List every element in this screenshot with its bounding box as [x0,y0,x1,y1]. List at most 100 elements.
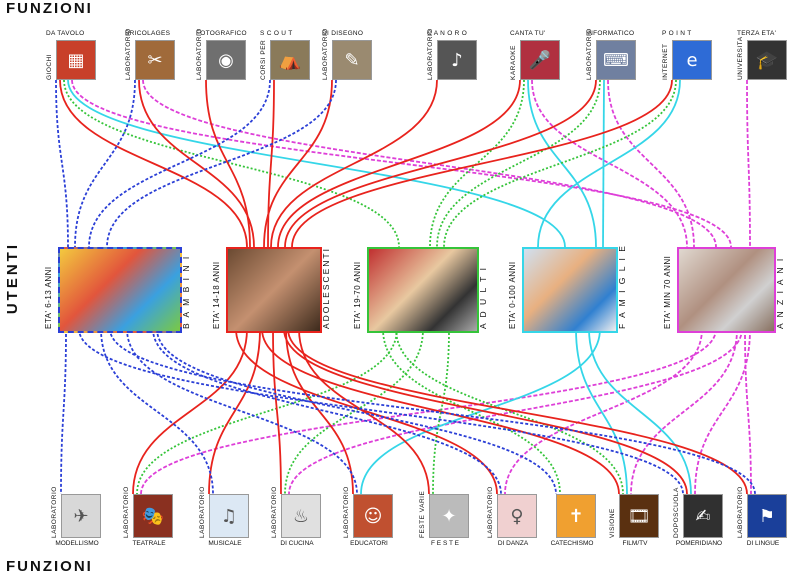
party-icon-glyph: ✦ [441,505,457,527]
modelling-icon-glyph: ✈ [73,505,89,527]
bottom-function-title: TEATRALE [132,540,166,547]
clown-icon[interactable]: ☺ [353,494,393,538]
top-function-subtitle: LABORATORIO [586,28,593,80]
link-top-1-user-0 [74,79,136,248]
top-function-subtitle: LABORATORIO [196,28,203,80]
link-user-1-bottom-6 [235,328,498,495]
link-user-1-bottom-1 [132,328,248,495]
children-photo[interactable] [58,247,182,333]
bottom-function-subtitle: LABORATORIO [51,486,58,538]
top-function-title: P O I N T [662,30,692,37]
film-icon-glyph: 🎞 [627,505,651,527]
singing-icon[interactable]: ♪ [437,40,477,80]
top-function-subtitle: KARAOKE [510,45,517,80]
link-top-0-user-2 [63,79,400,248]
link-user-1-bottom-9 [283,328,688,495]
bottom-heading: FUNZIONI [6,558,93,575]
link-user-1-bottom-2 [208,328,261,495]
link-top-2-user-1 [205,79,251,248]
families-photo[interactable] [522,247,618,333]
link-top-3-user-1 [267,79,275,248]
bottom-function-title: CATECHISMO [550,540,594,547]
link-user-0-bottom-2 [100,328,214,495]
link-user-2-bottom-7 [382,328,561,495]
bottom-function-title: DI DANZA [497,540,529,547]
user-group-name: B A M B I N I [181,254,191,329]
karaoke-icon[interactable]: 🎤 [520,40,560,80]
graduation-icon-glyph: 🎓 [755,49,779,71]
crafts-icon-glyph: ✂ [147,49,163,71]
bottom-function-subtitle: LABORATORIO [343,486,350,538]
bottom-function-title: F E S T E [431,540,459,547]
elderly-photo[interactable] [677,247,776,333]
link-user-4-bottom-9 [694,328,751,495]
top-function-subtitle: UNIVERSITA [737,36,744,80]
bottom-function-subtitle: LABORATORIO [271,486,278,538]
link-top-6-user-1 [277,79,521,248]
camera-icon-glyph: ◉ [218,49,234,71]
top-function-subtitle: CORSI PER [260,39,267,80]
music-icon[interactable]: ♫ [209,494,249,538]
bottom-function-subtitle: FESTE VARIE [419,490,426,538]
user-age-label: ETA' 6-13 ANNI [44,266,53,329]
internet-icon[interactable]: e [672,40,712,80]
link-user-1-bottom-4 [285,328,354,495]
link-user-2-bottom-1 [136,328,398,495]
user-age-label: ETA' MIN 70 ANNI [663,255,672,329]
dance-icon[interactable]: ♀ [497,494,537,538]
link-top-1-user-4 [142,79,717,248]
user-group-name: F A M I G L I E [617,244,627,329]
computer-icon-glyph: ⌨ [603,49,629,71]
link-top-6-user-2 [429,79,525,248]
link-top-9-user-4 [746,79,751,248]
link-user-0-bottom-4 [126,328,358,495]
catechism-icon[interactable]: ✝ [556,494,596,538]
crafts-icon[interactable]: ✂ [135,40,175,80]
link-top-0-user-0 [55,79,69,248]
top-function-title: TERZA ETA' [737,30,777,37]
camera-icon[interactable]: ◉ [206,40,246,80]
school-icon[interactable]: ✍ [683,494,723,538]
modelling-icon[interactable]: ✈ [61,494,101,538]
school-icon-glyph: ✍ [695,505,711,527]
link-user-0-bottom-0 [60,328,67,495]
link-user-1-bottom-8 [261,328,620,495]
bottom-function-subtitle: LABORATORIO [737,486,744,538]
film-icon[interactable]: 🎞 [619,494,659,538]
link-user-0-bottom-7 [156,328,557,495]
link-user-3-bottom-8 [575,328,628,495]
drawing-icon-glyph: ✎ [344,49,360,71]
link-user-2-bottom-8 [395,328,624,495]
dance-icon-glyph: ♀ [510,505,524,527]
teens-photo[interactable] [226,247,322,333]
link-top-1-user-1 [138,79,255,248]
computer-icon[interactable]: ⌨ [596,40,636,80]
chef-hat-icon[interactable]: ♨ [281,494,321,538]
flag-icon[interactable]: ⚑ [747,494,787,538]
link-top-0-user-1 [59,79,248,248]
top-function-subtitle: LABORATORIO [125,28,132,80]
board-game-icon[interactable]: ▦ [56,40,96,80]
user-age-label: ETA' 14-18 ANNI [212,261,221,329]
bottom-function-subtitle: VISIONE [609,508,616,538]
link-user-0-bottom-10 [109,328,756,495]
link-user-0-bottom-6 [152,328,502,495]
top-function-title: FOTOGRAFICO [196,30,247,37]
drawing-icon[interactable]: ✎ [332,40,372,80]
link-top-5-user-1 [270,79,438,248]
graduation-icon[interactable]: 🎓 [747,40,787,80]
link-top-7-user-4 [607,79,695,248]
scout-icon[interactable]: ⛺ [270,40,310,80]
link-user-3-bottom-4 [360,328,601,495]
theatre-icon[interactable]: 🎭 [133,494,173,538]
adults-photo[interactable] [367,247,479,333]
karaoke-icon-glyph: 🎤 [528,49,552,71]
bottom-function-subtitle: LABORATORIO [123,486,130,538]
link-top-8-user-1 [291,79,673,248]
bottom-function-title: EDUCATORI [350,540,388,547]
link-user-3-bottom-9 [588,328,692,495]
board-game-icon-glyph: ▦ [67,49,85,71]
bottom-function-subtitle: LABORATORIO [487,486,494,538]
party-icon[interactable]: ✦ [429,494,469,538]
